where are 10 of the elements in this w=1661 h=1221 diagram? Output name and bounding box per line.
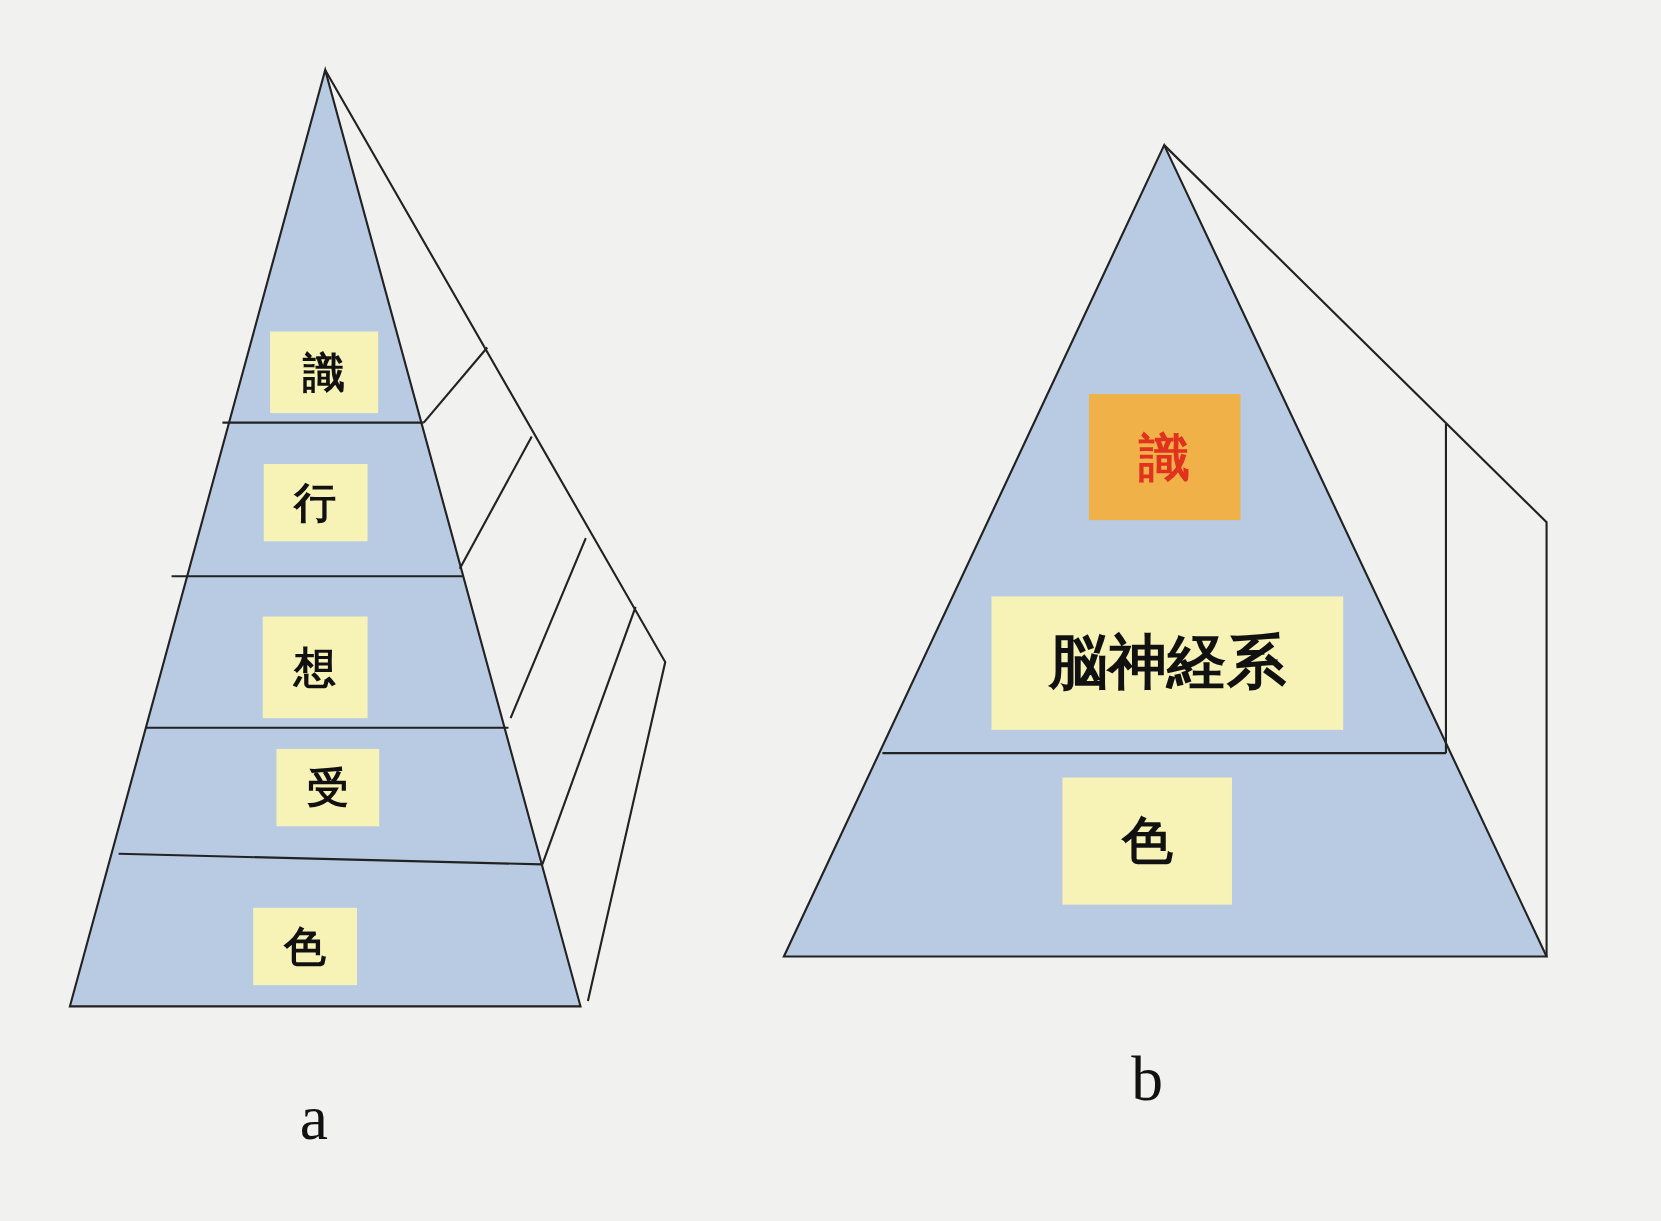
label-box: 想 [262, 616, 368, 719]
label-box: 受 [276, 748, 380, 827]
panel-label: b [1131, 1046, 1164, 1111]
label-box: 行 [263, 463, 368, 542]
label-box: 色 [253, 907, 357, 986]
label-box: 識 [270, 331, 379, 414]
label-box: 脳神経系 [991, 596, 1344, 730]
label-box: 識 [1088, 394, 1241, 521]
panel-label: a [299, 1085, 328, 1150]
label-box: 色 [1062, 777, 1232, 905]
